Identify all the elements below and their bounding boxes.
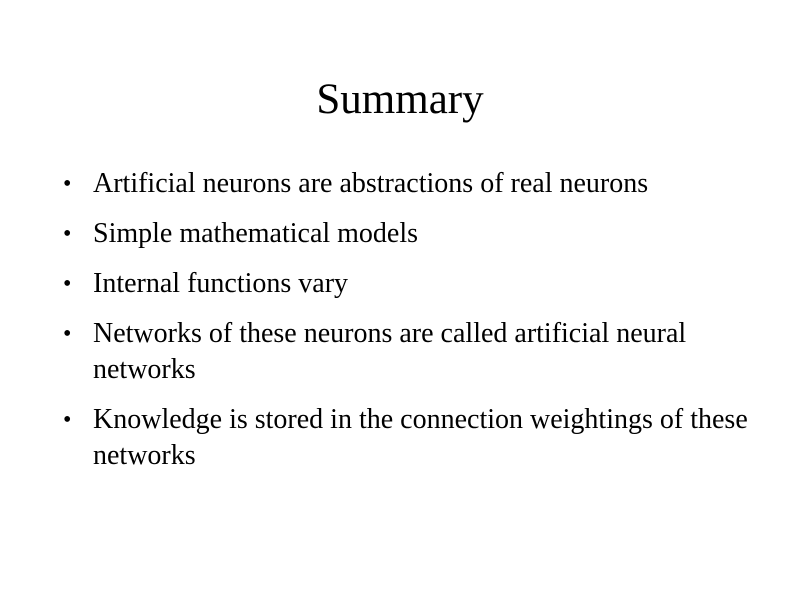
bullet-icon: • [63,321,72,347]
bullet-icon: • [63,271,72,297]
bullet-item: • Networks of these neurons are called a… [63,316,733,388]
bullet-icon: • [63,171,72,197]
bullet-item: • Artificial neurons are abstractions of… [63,166,763,202]
bullet-text: Networks of these neurons are called art… [93,318,687,385]
bullet-icon: • [63,407,72,433]
bullet-text: Internal functions vary [93,268,349,299]
bullet-icon: • [63,221,72,247]
bullet-text: Simple mathematical models [93,218,419,249]
bullet-list: • Artificial neurons are abstractions of… [63,166,763,488]
bullet-text: Artificial neurons are abstractions of r… [93,168,649,199]
bullet-item: • Simple mathematical models [63,216,763,252]
bullet-text: Knowledge is stored in the connection we… [93,404,748,471]
bullet-item: • Knowledge is stored in the connection … [63,402,763,474]
bullet-item: • Internal functions vary [63,266,763,302]
slide-title: Summary [316,76,484,123]
